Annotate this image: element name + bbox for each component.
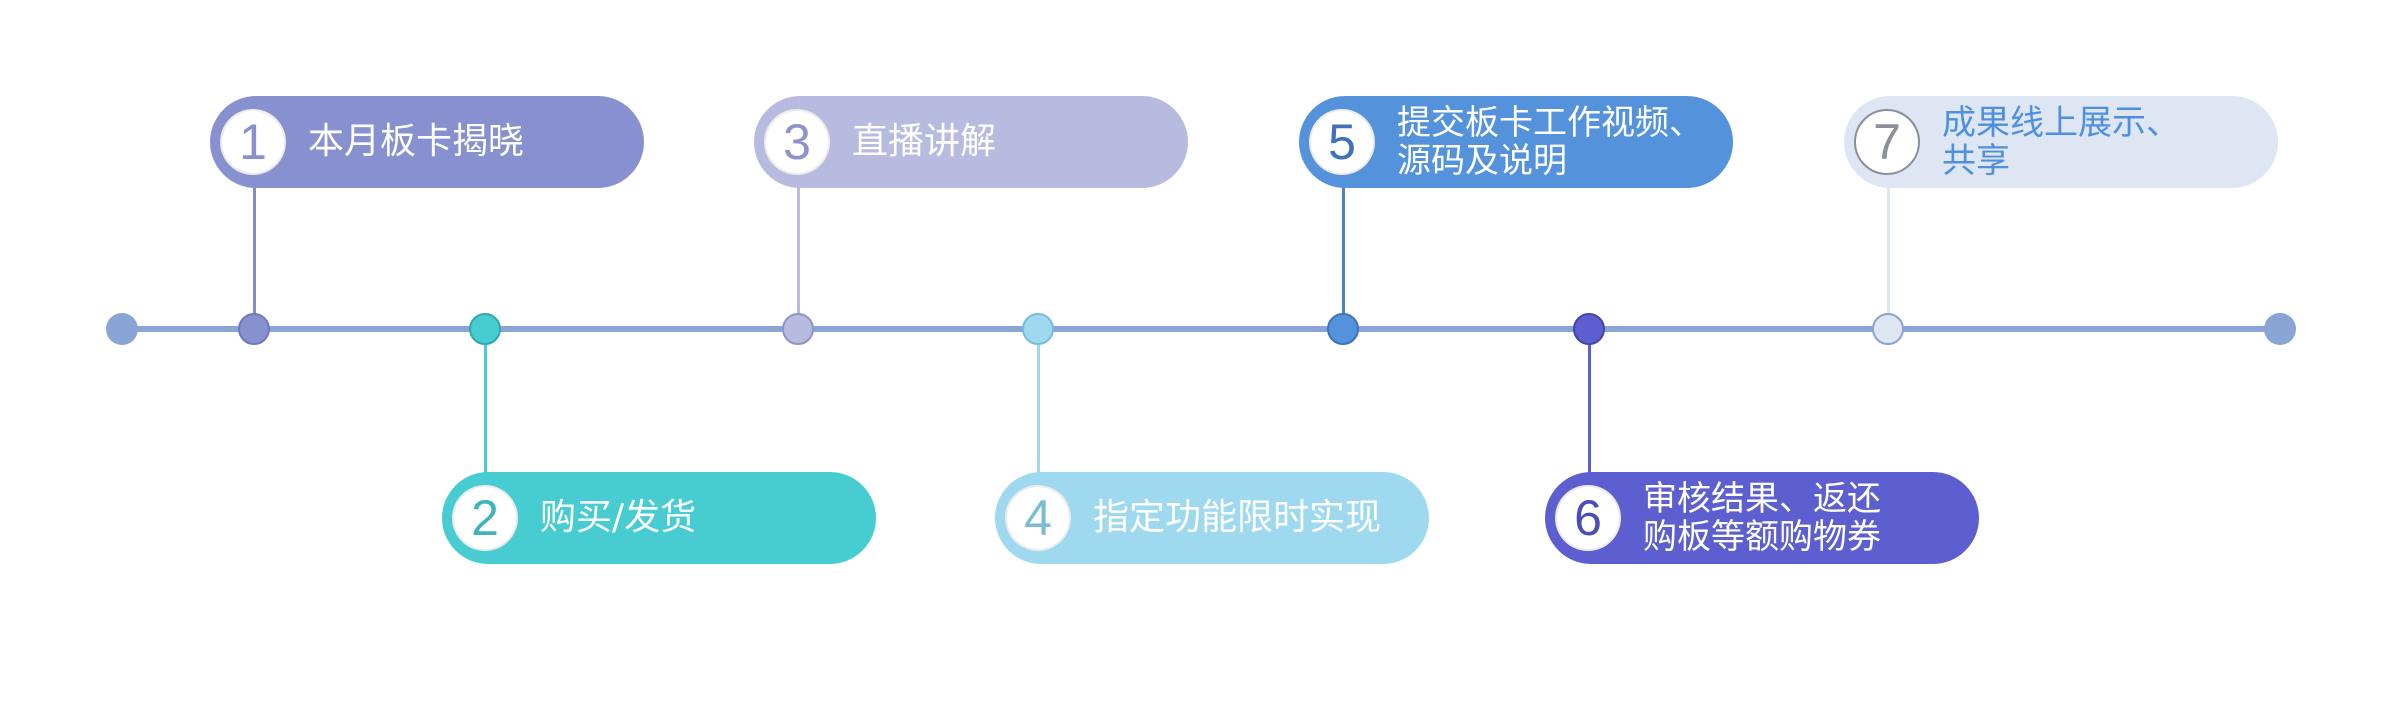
step-4-pill: 4 指定功能限时实现 — [995, 472, 1429, 564]
step-2-connector — [484, 343, 487, 473]
step-3-connector — [797, 186, 800, 316]
step-6-label: 审核结果、返还 购板等额购物券 — [1643, 479, 1881, 557]
step-7-pill: 7 成果线上展示、 共享 — [1844, 96, 2278, 188]
step-7-connector — [1887, 186, 1890, 316]
step-6-connector — [1588, 343, 1591, 473]
timeline-end-dot — [2264, 313, 2296, 345]
step-5-node — [1327, 313, 1359, 345]
step-5-pill: 5 提交板卡工作视频、 源码及说明 — [1299, 96, 1733, 188]
step-1-pill: 1 本月板卡揭晓 — [210, 96, 644, 188]
step-7-number: 7 — [1854, 109, 1920, 175]
step-4-label: 指定功能限时实现 — [1093, 497, 1382, 538]
step-4-node — [1022, 313, 1054, 345]
step-3-label: 直播讲解 — [852, 121, 997, 162]
step-2-label: 购买/发货 — [540, 497, 697, 538]
step-5-connector — [1342, 186, 1345, 316]
step-3-number: 3 — [764, 109, 830, 175]
step-2-number: 2 — [452, 485, 518, 551]
timeline-axis — [120, 326, 2280, 332]
step-5-number: 5 — [1309, 109, 1375, 175]
step-4-connector — [1037, 343, 1040, 473]
step-7-label: 成果线上展示、 共享 — [1942, 103, 2180, 181]
step-1-node — [238, 313, 270, 345]
step-2-pill: 2 购买/发货 — [442, 472, 876, 564]
step-3-pill: 3 直播讲解 — [754, 96, 1188, 188]
step-2-node — [469, 313, 501, 345]
step-1-number: 1 — [220, 109, 286, 175]
step-6-pill: 6 审核结果、返还 购板等额购物券 — [1545, 472, 1979, 564]
step-3-node — [782, 313, 814, 345]
step-1-connector — [253, 186, 256, 316]
timeline-start-dot — [106, 313, 138, 345]
step-7-node — [1872, 313, 1904, 345]
step-4-number: 4 — [1005, 485, 1071, 551]
step-6-node — [1573, 313, 1605, 345]
step-1-label: 本月板卡揭晓 — [308, 121, 525, 162]
step-6-number: 6 — [1555, 485, 1621, 551]
step-5-label: 提交板卡工作视频、 源码及说明 — [1397, 103, 1703, 181]
